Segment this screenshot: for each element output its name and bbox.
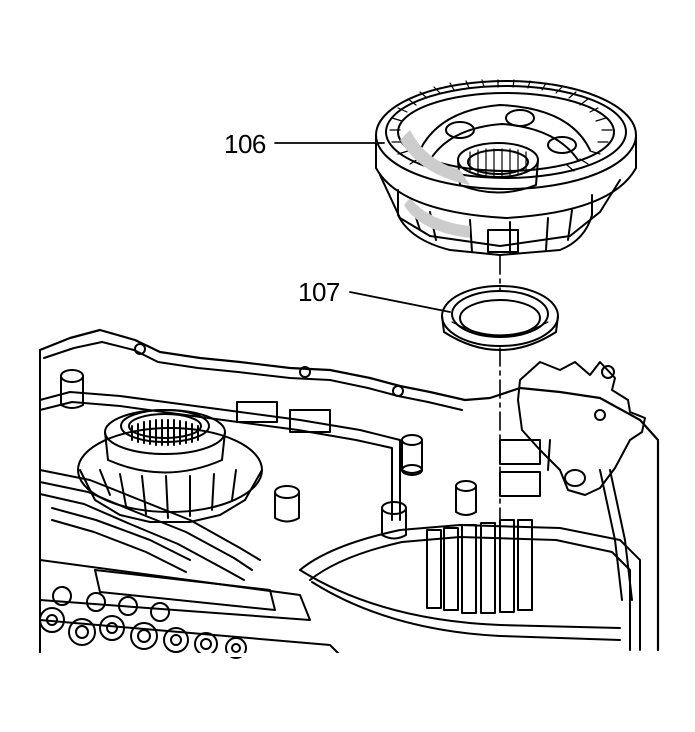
bearing-housing: [78, 410, 262, 522]
transmission-case: [40, 330, 660, 658]
leader-line-107: [350, 292, 450, 312]
detent-lever: [518, 362, 645, 600]
case-bosses: [61, 370, 540, 539]
callout-107: 107: [298, 277, 340, 307]
callout-106: 106: [224, 129, 266, 159]
oil-passage-slots: [427, 520, 532, 613]
part-107-thrust-washer: [442, 286, 558, 350]
valve-body-bores: [40, 587, 246, 658]
part-106-ring-gear: [376, 80, 636, 255]
